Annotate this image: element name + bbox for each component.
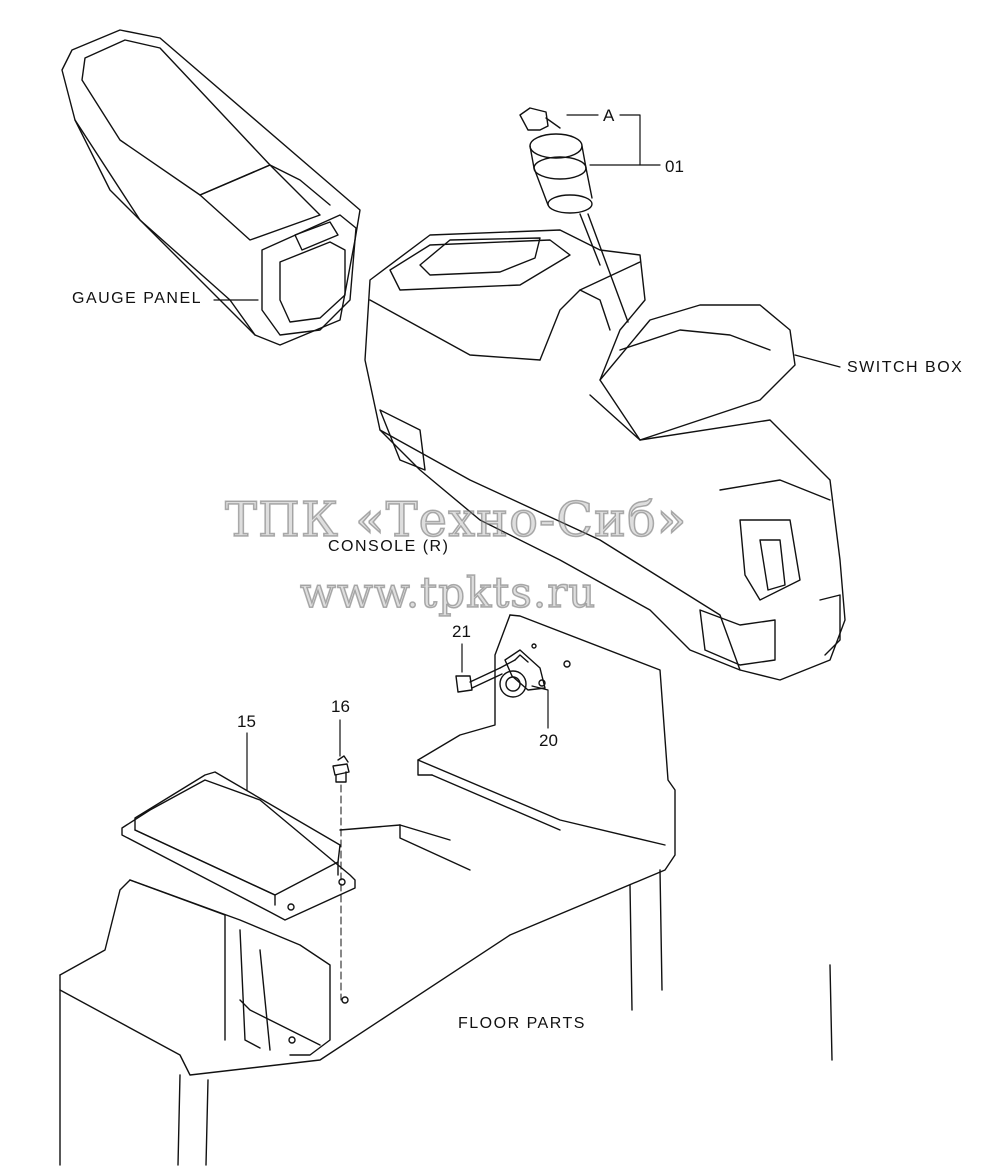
assembly-lines <box>340 687 496 1001</box>
watermark-url: www.tpkts.ru <box>299 567 597 618</box>
watermark-company: ТПК «Техно-Сиб» <box>224 491 688 549</box>
switch-box-label: SWITCH BOX <box>847 359 964 376</box>
floor-parts-label: FLOOR PARTS <box>458 1015 586 1032</box>
callout-20: 20 <box>539 731 558 750</box>
leader-lines <box>213 114 841 791</box>
callout-a: A <box>603 106 615 125</box>
gauge-panel-part <box>61 29 361 346</box>
floor-parts-part <box>59 614 833 1166</box>
key-switch-part <box>519 107 629 323</box>
callout-15: 15 <box>237 712 256 731</box>
callout-16: 16 <box>331 697 350 716</box>
callout-01: 01 <box>665 157 684 176</box>
screw-part-16 <box>332 755 350 783</box>
callout-21: 21 <box>452 622 471 641</box>
console-r-label: CONSOLE (R) <box>328 538 450 555</box>
console-r-part <box>364 229 846 681</box>
bracket-part-20 <box>499 649 546 698</box>
cover-part-15 <box>121 771 356 921</box>
gauge-panel-label: GAUGE PANEL <box>72 290 203 307</box>
